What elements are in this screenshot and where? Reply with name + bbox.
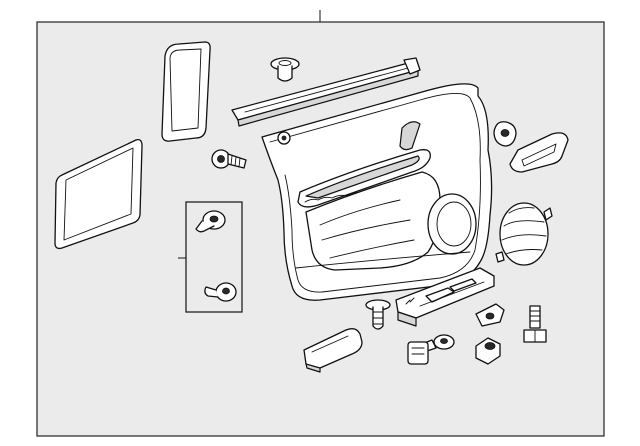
- retainer-bracket: [475, 303, 505, 327]
- push-clip: [270, 57, 300, 82]
- upper-weatherstrip: [231, 57, 421, 127]
- screw-small: [407, 334, 455, 365]
- door-trim-panel: [261, 83, 493, 301]
- armrest-cover: [303, 328, 363, 373]
- speaker-grille: [495, 202, 553, 266]
- screw-top: [211, 149, 247, 169]
- clip-lower: [204, 282, 237, 302]
- clip-upper: [195, 210, 226, 233]
- retainer-bracket-2: [475, 337, 501, 365]
- trim-plug: [365, 299, 391, 330]
- clip-bracket: [178, 201, 243, 313]
- pull-cup: [493, 121, 517, 147]
- switch-bezel: [395, 267, 495, 327]
- rectangular-pad: [161, 41, 211, 142]
- mirror-cover: [509, 132, 569, 173]
- quadrilateral-pad: [54, 138, 143, 250]
- mounting-bolt: [523, 305, 547, 343]
